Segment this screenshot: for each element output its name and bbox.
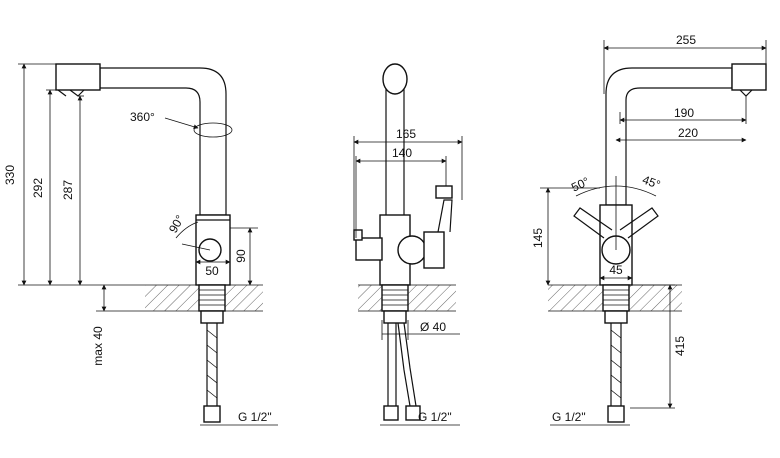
aerator-head <box>55 63 101 91</box>
dim-140: 140 <box>392 146 412 160</box>
thread-label-side: G 1/2" <box>238 410 272 424</box>
spout-front <box>385 82 405 215</box>
handle-left <box>573 207 613 239</box>
side-view: 330 292 287 90 50 360° 90° max 40 G 1/2" <box>3 63 278 426</box>
hole-diameter: Ø 40 <box>420 320 446 334</box>
hose-side <box>206 323 218 406</box>
side-lever-front <box>423 231 445 269</box>
angle-50: 50° <box>569 174 592 194</box>
dim-220: 220 <box>678 126 698 140</box>
dim-287: 287 <box>61 180 75 200</box>
dim-50: 50 <box>205 264 219 278</box>
dim-190: 190 <box>674 106 694 120</box>
deck-thickness-label: max 40 <box>91 326 105 366</box>
angle-45: 45° <box>640 173 662 192</box>
thread-label-right: G 1/2" <box>552 410 586 424</box>
dim-145: 145 <box>531 228 545 248</box>
dim-330: 330 <box>3 165 17 185</box>
spout-right <box>605 67 733 206</box>
hose-right <box>610 323 622 406</box>
right-view: 255 190 220 145 45 415 50° 45° G 1/2" <box>531 33 767 426</box>
dim-90: 90 <box>234 249 248 263</box>
dim-165: 165 <box>396 127 416 141</box>
hoses-front <box>387 322 417 407</box>
dim-45-width: 45 <box>609 263 623 277</box>
dim-292: 292 <box>31 178 45 198</box>
spout-side <box>99 67 227 216</box>
rotation-label: 360° <box>130 110 155 124</box>
handle-right <box>619 207 659 239</box>
dim-255: 255 <box>676 33 696 47</box>
thread-label-front: G 1/2" <box>418 410 452 424</box>
lever-angle-label: 90° <box>166 212 187 235</box>
dim-415: 415 <box>673 336 687 356</box>
front-view: 165 140 Ø 40 G 1/2" <box>353 63 463 426</box>
